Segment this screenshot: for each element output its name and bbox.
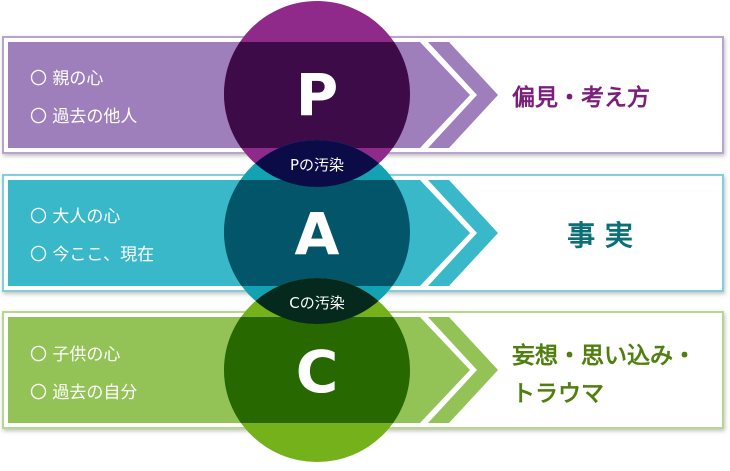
row-a-chevron-icon xyxy=(428,180,498,286)
overlap-p-label: Pの汚染 xyxy=(290,156,344,174)
row-c-bullet-1: 〇 子供の心 xyxy=(30,345,120,365)
row-c-result-line-1: 妄想・思い込み・ xyxy=(512,342,696,369)
row-p-bullet-2: 〇 過去の他人 xyxy=(30,107,137,127)
row-p-result: 偏見・考え方 xyxy=(512,84,650,111)
row-a-bullet-1: 〇 大人の心 xyxy=(30,207,120,227)
circle-p-inner xyxy=(224,42,410,148)
circle-a-inner xyxy=(224,180,410,286)
row-p-bullet-1: 〇 親の心 xyxy=(30,69,103,89)
row-c-chevron-icon xyxy=(428,317,498,423)
row-a-bullet-2: 〇 今ここ、現在 xyxy=(30,245,154,265)
row-a-result: 事 実 xyxy=(567,219,633,252)
row-c-bullet-2: 〇 過去の自分 xyxy=(30,383,137,403)
letter-p: P xyxy=(296,61,339,129)
letter-a: A xyxy=(295,200,340,268)
row-p-chevron-icon xyxy=(428,42,498,148)
letter-c: C xyxy=(296,338,339,406)
row-c-result-line-2: トラウマ xyxy=(512,381,604,407)
overlap-c-label: Cの汚染 xyxy=(289,294,344,312)
circle-c-inner xyxy=(224,317,410,423)
